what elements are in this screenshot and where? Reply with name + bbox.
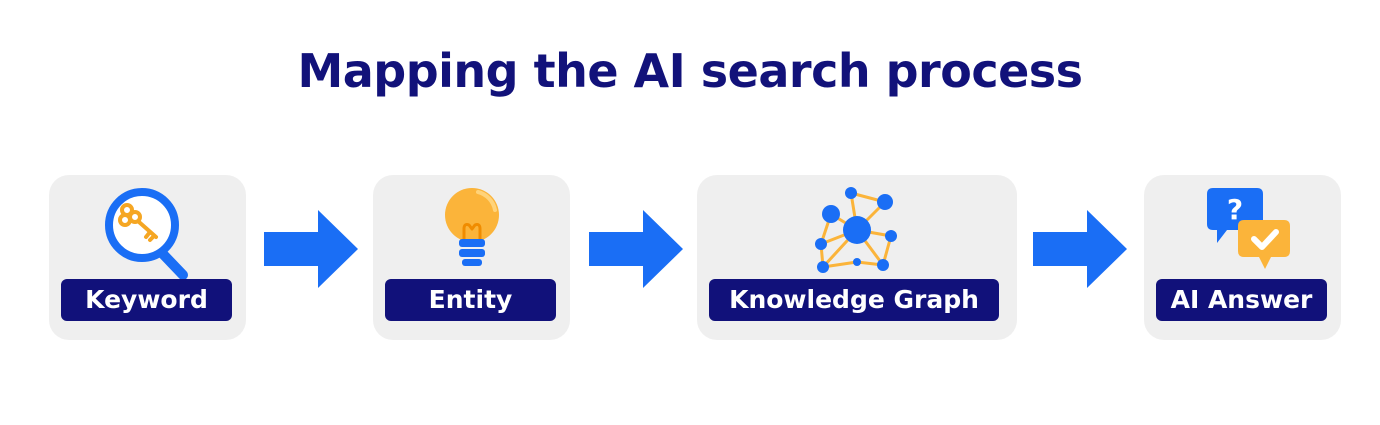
step-entity-card: Entity bbox=[373, 175, 570, 340]
arrow-right-icon bbox=[264, 210, 358, 288]
lightbulb-icon bbox=[373, 183, 570, 283]
network-graph-icon bbox=[697, 183, 1017, 283]
step-keyword-card: Keyword bbox=[49, 175, 246, 340]
step-entity-label: Entity bbox=[385, 279, 556, 321]
step-ai-answer-card: ? AI Answer bbox=[1144, 175, 1341, 340]
diagram-title: Mapping the AI search process bbox=[297, 44, 1083, 98]
step-keyword-label: Keyword bbox=[61, 279, 232, 321]
arrow-right-icon bbox=[589, 210, 683, 288]
chat-bubbles-icon: ? bbox=[1144, 183, 1341, 283]
svg-text:?: ? bbox=[1226, 193, 1242, 226]
arrow-right-icon bbox=[1033, 210, 1127, 288]
step-knowledge-graph-label: Knowledge Graph bbox=[709, 279, 999, 321]
magnifier-key-icon bbox=[49, 183, 246, 283]
step-ai-answer-label: AI Answer bbox=[1156, 279, 1327, 321]
step-knowledge-graph-card: Knowledge Graph bbox=[697, 175, 1017, 340]
